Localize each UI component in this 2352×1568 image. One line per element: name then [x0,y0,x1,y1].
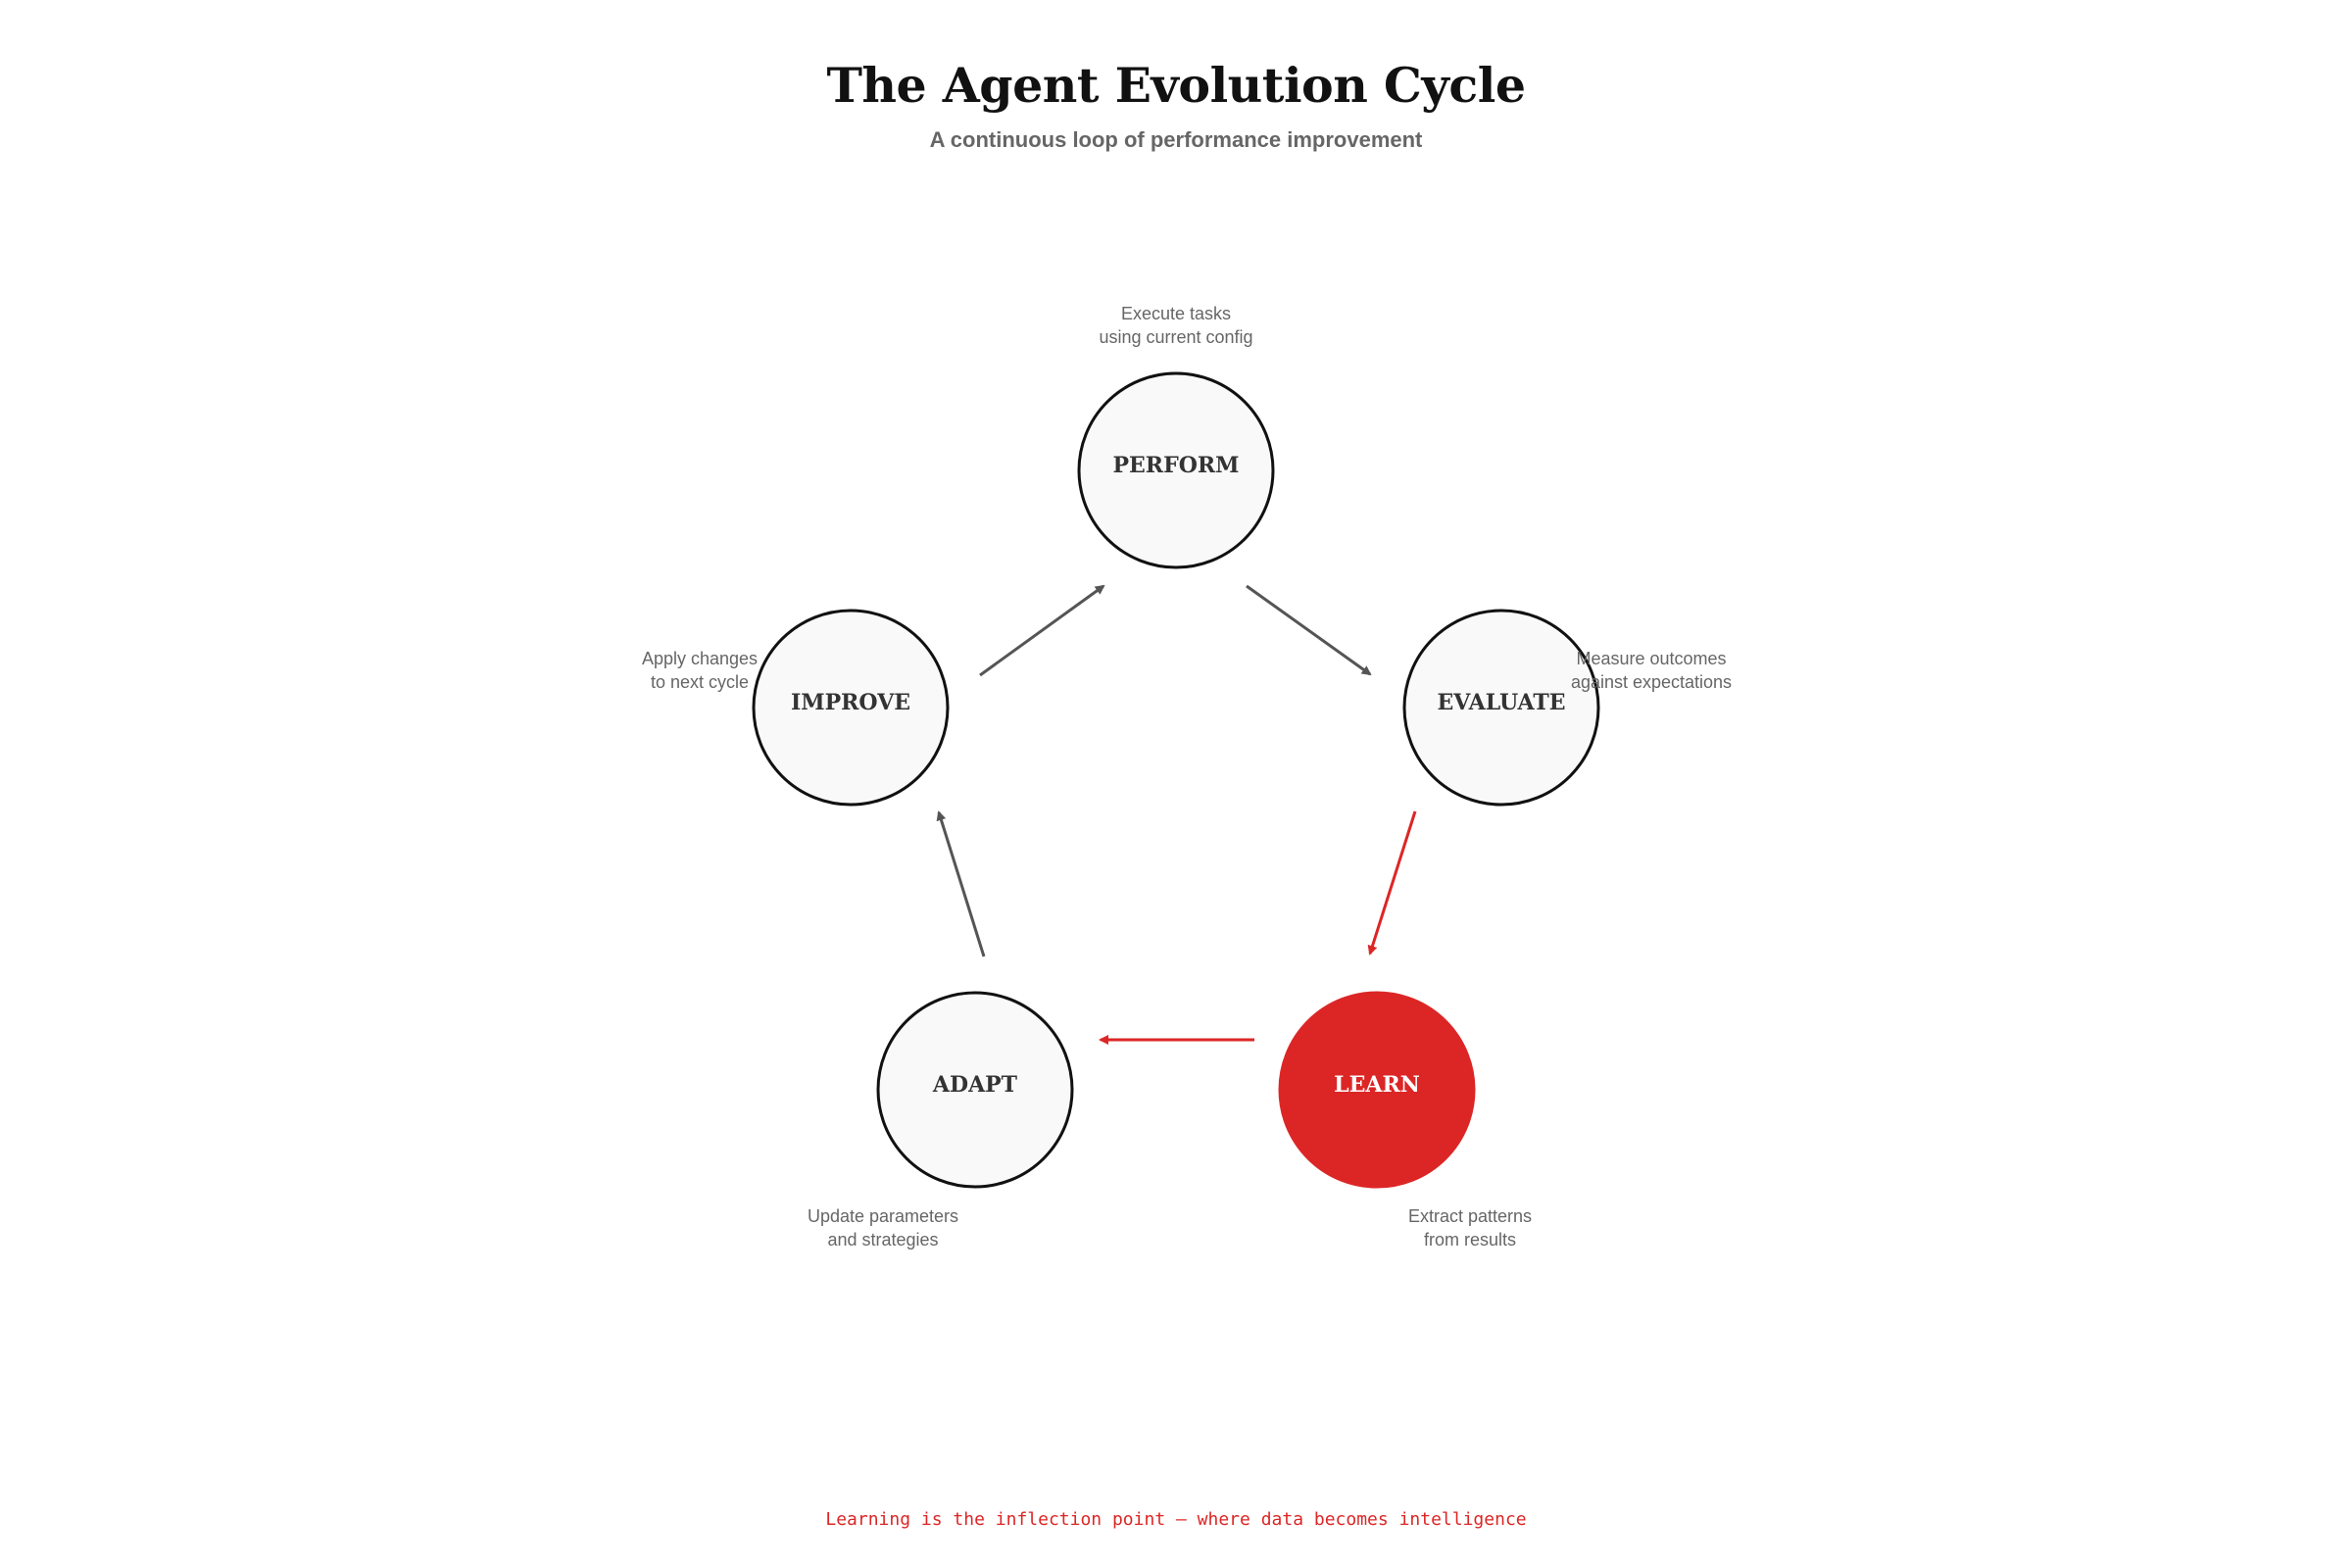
node-description-adapt-line-1: Update parameters [808,1206,958,1226]
cycle-nodes: PERFORM Execute tasks using current config… [642,304,1732,1250]
footer-note: Learning is the inflection point — where… [825,1509,1527,1530]
node-description-improve-line-1: Apply changes [642,649,758,668]
arrow-adapt-to-improve [936,810,986,957]
node-circle-improve [752,609,950,807]
node-adapt: ADAPT Update parameters and strategies [808,991,1074,1250]
page-title: The Agent Evolution Cycle [826,57,1526,114]
arrow-perform-to-evaluate [1246,584,1372,676]
node-learn: LEARN Extract patterns from results [1278,991,1532,1250]
node-description-improve-line-2: to next cycle [651,672,749,692]
node-evaluate: EVALUATE Measure outcomes against expectat… [1402,609,1732,807]
node-circle-learn [1278,991,1476,1189]
arrow-evaluate-to-learn [1367,810,1417,956]
node-label-improve: IMPROVE [791,690,910,715]
node-description-perform-line-2: using current config [1099,327,1252,347]
cycle-arrows [936,584,1417,1045]
node-label-evaluate: EVALUATE [1438,690,1566,715]
node-description-adapt-line-2: and strategies [827,1230,938,1250]
node-circle-evaluate [1402,609,1600,807]
node-description-evaluate-line-1: Measure outcomes [1576,649,1726,668]
node-description-evaluate-line-2: against expectations [1571,672,1732,692]
node-circle-adapt [876,991,1074,1189]
node-description-learn-line-1: Extract patterns [1408,1206,1532,1226]
node-perform: PERFORM Execute tasks using current config [1077,304,1275,569]
node-improve: IMPROVE Apply changes to next cycle [642,609,950,807]
node-label-learn: LEARN [1334,1072,1420,1098]
node-label-perform: PERFORM [1112,453,1239,478]
node-description-perform-line-1: Execute tasks [1121,304,1231,323]
page-subtitle: A continuous loop of performance improve… [929,127,1423,152]
node-description-learn-line-2: from results [1424,1230,1516,1250]
node-circle-perform [1077,371,1275,569]
arrow-improve-to-perform [979,584,1105,677]
node-label-adapt: ADAPT [932,1072,1018,1098]
